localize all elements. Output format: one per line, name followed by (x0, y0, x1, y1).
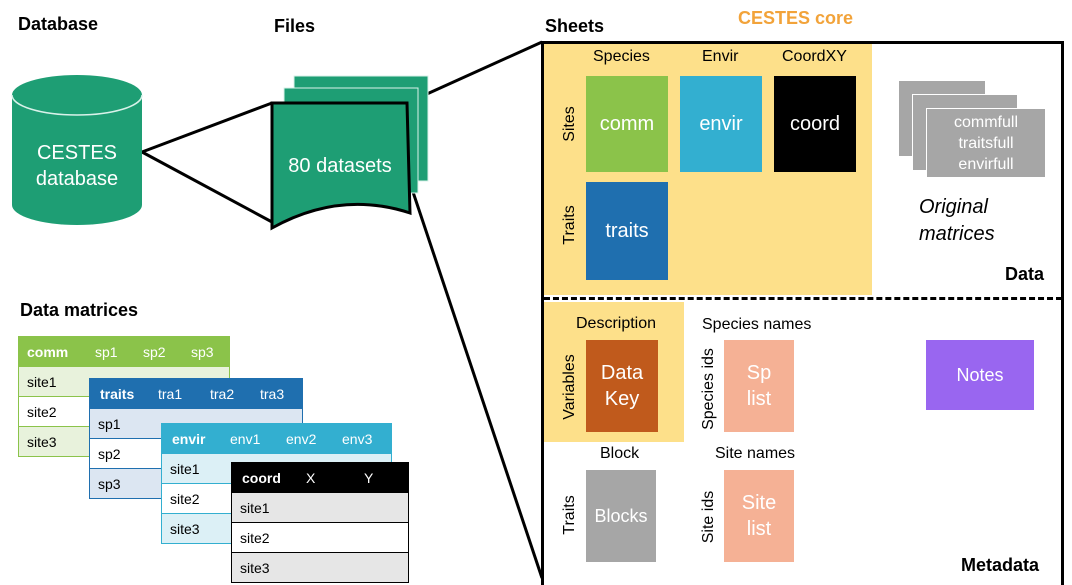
comm-sheet: comm (586, 76, 668, 172)
header-data-matrices: Data matrices (20, 300, 139, 320)
envir-header-name: envir (172, 431, 206, 447)
envir-header-col1: env1 (230, 431, 261, 447)
coord-matrix: coord X Y site1 site2 site3 (231, 462, 409, 583)
block-label: Block (600, 445, 640, 462)
header-database: Database (18, 14, 99, 34)
envir-matrix-header: envir env1 env2 env3 (162, 424, 391, 454)
row-traits-label: Traits (561, 205, 578, 245)
col-envir-label: Envir (702, 48, 739, 65)
data-metadata-divider (544, 297, 1062, 300)
col-species-label: Species (593, 48, 650, 65)
metadata-traits-label: Traits (561, 495, 578, 535)
header-cestes-core: CESTES core (738, 8, 854, 28)
database-label: CESTES database (35, 142, 119, 190)
col-coord-label: CoordXY (782, 48, 847, 65)
coord-matrix-header: coord X Y (232, 463, 408, 493)
files-label: 80 datasets (288, 155, 392, 177)
envir-sheet: envir (680, 76, 762, 172)
comm-header-col3: sp3 (191, 344, 214, 360)
coord-header-col2: Y (364, 470, 374, 486)
traits-header-col2: tra2 (210, 386, 235, 402)
site-ids-label: Site ids (700, 490, 717, 544)
envir-header-col2: env2 (286, 431, 317, 447)
blocks-sheet: Blocks (586, 470, 656, 562)
row-sites-label: Sites (561, 106, 578, 142)
coord-row-2: site2 (232, 523, 408, 553)
site-list-sheet: Site list (724, 470, 794, 562)
traits-matrix-header: traits tra1 tra2 tra3 (90, 379, 302, 409)
original-caption: Original matrices (919, 196, 995, 245)
traits-header-col1: tra1 (158, 386, 183, 402)
section-metadata-label: Metadata (961, 555, 1040, 575)
original-files: commfull traitsfull envirfull (926, 108, 1046, 178)
notes-sheet: Notes (926, 340, 1034, 410)
comm-header-name: comm (27, 344, 69, 360)
coord-header-col1: X (306, 470, 316, 486)
traits-header-name: traits (100, 386, 135, 402)
comm-header-col2: sp2 (143, 344, 166, 360)
header-sheets: Sheets (545, 16, 605, 36)
section-data-label: Data (1005, 264, 1045, 284)
coord-header-name: coord (242, 470, 281, 486)
coord-row-3: site3 (232, 553, 408, 582)
traits-sheet: traits (586, 182, 668, 280)
variables-label: Variables (561, 354, 578, 420)
species-names-label: Species names (702, 316, 812, 333)
header-files: Files (274, 16, 316, 36)
envir-header-col3: env3 (342, 431, 373, 447)
data-key-sheet: Data Key (586, 340, 658, 432)
sheets-panel (541, 41, 1064, 585)
comm-header-col1: sp1 (95, 344, 118, 360)
species-ids-label: Species ids (700, 348, 717, 430)
coord-sheet: coord (774, 76, 856, 172)
site-names-label: Site names (715, 445, 796, 462)
coord-row-1: site1 (232, 493, 408, 523)
traits-header-col3: tra3 (260, 386, 285, 402)
species-list-sheet: Sp list (724, 340, 794, 432)
description-label: Description (576, 315, 657, 332)
comm-matrix-header: comm sp1 sp2 sp3 (19, 337, 229, 367)
